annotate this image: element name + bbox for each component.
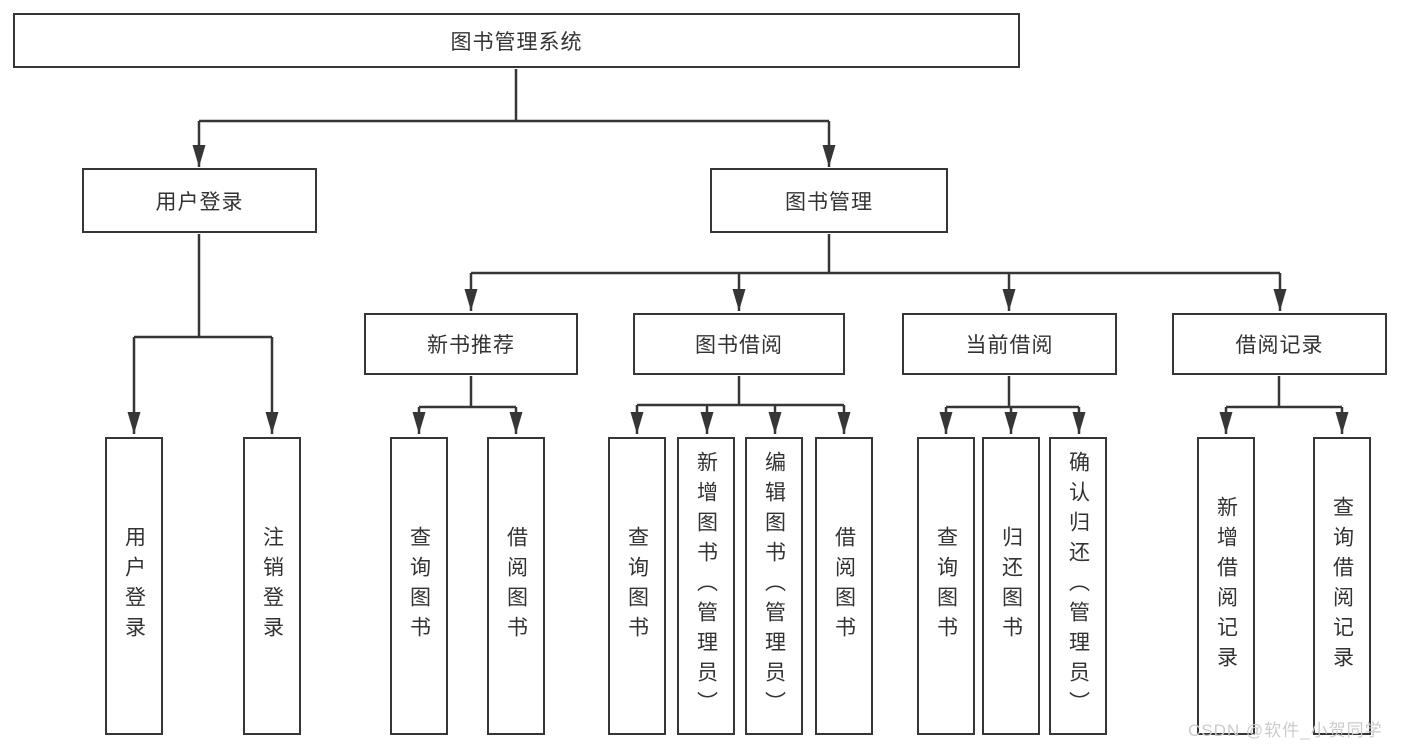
leaf-query-books-2: 查询图书: [608, 437, 666, 735]
csdn-watermark: CSDN @软件_小贺同学: [1188, 721, 1383, 740]
leaf-logout: 注销登录: [243, 437, 301, 735]
leaf-add-borrow-record: 新增借阅记录: [1197, 437, 1255, 735]
node-user-login: 用户登录: [82, 168, 317, 233]
leaf-add-books-admin: 新增图书（管理员）: [677, 437, 735, 735]
leaf-user-login: 用户登录: [105, 437, 163, 735]
node-new-book-recommend: 新书推荐: [364, 313, 578, 375]
node-current-borrow: 当前借阅: [902, 313, 1117, 375]
node-book-management: 图书管理: [710, 168, 948, 233]
leaf-query-books-3: 查询图书: [917, 437, 975, 735]
leaf-edit-books-admin: 编辑图书（管理员）: [745, 437, 803, 735]
node-book-borrow: 图书借阅: [633, 313, 845, 375]
leaf-query-borrow-record: 查询借阅记录: [1313, 437, 1371, 735]
leaf-borrow-books-1: 借阅图书: [487, 437, 545, 735]
leaf-return-books: 归还图书: [982, 437, 1040, 735]
node-root-system: 图书管理系统: [13, 13, 1020, 68]
leaf-borrow-books-2: 借阅图书: [815, 437, 873, 735]
node-borrow-records: 借阅记录: [1172, 313, 1387, 375]
leaf-query-books-1: 查询图书: [390, 437, 448, 735]
leaf-confirm-return-admin: 确认归还（管理员）: [1049, 437, 1107, 735]
